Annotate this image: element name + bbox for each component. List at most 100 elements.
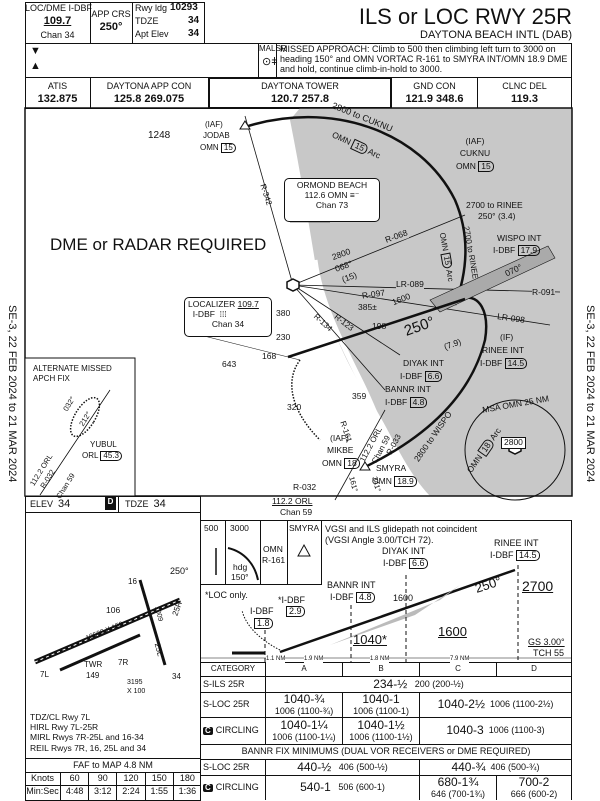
hdr-c: C — [420, 663, 497, 677]
missed-profile-path — [241, 609, 281, 651]
circ-b: 1040-1½ — [357, 718, 405, 733]
divider — [90, 77, 91, 109]
sloc-b: 1040-1 — [362, 692, 400, 707]
bsloc-ab: 440-½ — [297, 759, 332, 774]
mikbe-iaf: (IAF) — [330, 433, 349, 443]
profile-bannr-dbf: I-DBF — [330, 592, 354, 602]
time-value: 3:12 — [89, 786, 118, 800]
bannr-title: BANNR FIX MINIMUMS (DUAL VOR RECEIVERS o… — [201, 745, 571, 760]
approach-light-icon: ⊙ǂ — [262, 56, 278, 68]
airport-diagram — [25, 496, 201, 801]
note: HIRL Rwy 7L-25R — [30, 722, 99, 733]
sils-main: 234-½ — [373, 676, 408, 691]
obstacle-385: 385± — [358, 302, 377, 312]
comm-tower-label: DAYTONA TOWER — [261, 81, 339, 91]
rwy-34-label: 34 — [172, 672, 181, 681]
dist-seg: 1.8 NM — [370, 656, 390, 663]
rwy-ldg-label: Rwy ldg — [135, 3, 168, 13]
obstacle-380: 380 — [276, 308, 291, 318]
smyra-omn: OMN — [372, 476, 392, 486]
obstacle-106: 106 — [106, 605, 121, 615]
circling-c-icon: C — [203, 782, 213, 793]
tdze-label: TDZE — [135, 16, 159, 26]
diyak-dme-row: I-DBF 6.6 — [400, 371, 443, 382]
profile-diyak-row: I-DBF 6.6 — [383, 558, 428, 570]
dist-seg: 1.9 NM — [304, 656, 324, 663]
profile-rinee-dbf: I-DBF — [490, 550, 514, 560]
bcirc-d: 700-2 — [518, 775, 550, 790]
wispo-dme-row: I-DBF 17.9 — [493, 245, 541, 256]
obstacle-168: 168 — [262, 351, 277, 361]
bsloc-cd-cell: 440-¾ 406 (500-¾) — [420, 760, 571, 776]
rinee-dme-row: I-DBF 14.5 — [480, 358, 528, 369]
hdr-a: A — [266, 663, 343, 677]
alt-missed-title2: APCH FIX — [33, 374, 70, 383]
vgsi-note2: (VGSI Angle 3.00/TCH 72). — [325, 535, 434, 545]
hdr-category: CATEGORY — [201, 663, 266, 677]
obstacle-643: 643 — [222, 359, 237, 369]
turn-arrow — [227, 547, 259, 581]
bcirc-c: 680-1¾ — [437, 775, 479, 790]
smyra-profile-icon — [297, 543, 311, 557]
time-value: 1:55 — [146, 786, 174, 800]
profile-diyak: DIYAK INT — [382, 546, 426, 556]
divider — [287, 520, 288, 585]
knots-value: 120 — [117, 773, 146, 785]
runway-7r-25l — [59, 633, 141, 672]
ormond-freq-row: 112.6 OMN ≡⁻ — [285, 190, 379, 201]
elev-row — [25, 496, 201, 513]
jodab-dme: 15 — [220, 143, 236, 154]
dist-seg: 1.1 NM — [266, 656, 286, 663]
wispo-name: WISPO INT — [497, 233, 542, 243]
circ-b2: 1006 (1100-1½) — [349, 731, 413, 742]
profile-smyra: SMYRA — [289, 523, 320, 533]
bannr-dme-row: I-DBF 4.8 — [385, 397, 428, 408]
sils-sub: 200 (200-½) — [414, 678, 464, 689]
hdg-value: 150° — [231, 572, 249, 582]
localizer-name: LOCALIZER — [188, 299, 236, 309]
cuknu-dme: 15 — [478, 161, 494, 172]
d-badge: D — [105, 497, 116, 510]
missed-approach-text: MISSED APPROACH: Climb to 500 then climb… — [280, 44, 568, 74]
sloc-cd2: 1006 (1100-2½) — [490, 699, 554, 710]
minimums-table: CATEGORY A B C D S-ILS 25R 234-½ 200 (20… — [200, 663, 572, 800]
hdr-d: D — [497, 663, 571, 677]
alt-missed-title: ALTERNATE MISSED — [33, 364, 112, 373]
profile-2700: 2700 — [522, 578, 554, 594]
knots-value: 90 — [89, 773, 118, 785]
bcirc-ab2: 506 (600-1) — [338, 782, 385, 793]
page-title: ILS or LOC RWY 25R — [358, 4, 572, 29]
localizer-leader — [199, 334, 301, 361]
localizer-freq: 109.7 — [237, 299, 259, 309]
bsloc-cd2: 406 (500-¾) — [490, 761, 540, 772]
knots-value: 60 — [61, 773, 90, 785]
orl-bottom-row: 112.2 ORL — [272, 496, 313, 507]
comm-clnc-label: CLNC DEL — [502, 81, 547, 91]
profile-r161: R-161 — [262, 555, 286, 565]
obstacle-1248: 1248 — [148, 130, 171, 141]
profile-rinee-dme: 14.5 — [516, 550, 540, 562]
loc-label: LOC/DME I-DBF — [25, 3, 93, 13]
bsloc-label: S-LOC 25R — [201, 760, 266, 776]
bsloc-cd: 440-¾ — [451, 759, 486, 774]
tch: TCH 55 — [533, 648, 565, 658]
circ-a: 1040-1¼ — [280, 718, 328, 733]
comm-atis-freq: 132.875 — [37, 93, 78, 105]
hdr-b: B — [343, 663, 420, 677]
missed-approach-icons — [200, 520, 322, 585]
circ-cd-cell: 1040-3 1006 (1100-3) — [420, 718, 571, 745]
ormond-chan: Chan 73 — [315, 199, 349, 210]
orl-bottom-freq: 112.2 ORL — [272, 496, 313, 506]
comm-tower-freq: 120.7 257.8 — [270, 93, 330, 105]
jodab-name: JODAB — [203, 131, 230, 140]
profile-diyak-dme: 6.6 — [409, 558, 428, 570]
bcirc-label: CIRCLING — [215, 782, 259, 793]
circ-cd2: 1006 (1100-3) — [488, 725, 545, 736]
profile-dbf29: *I-DBF — [278, 595, 305, 605]
alternate-minimums-icon: ▲ — [30, 60, 41, 72]
rwy-16-label: 16 — [128, 577, 137, 586]
